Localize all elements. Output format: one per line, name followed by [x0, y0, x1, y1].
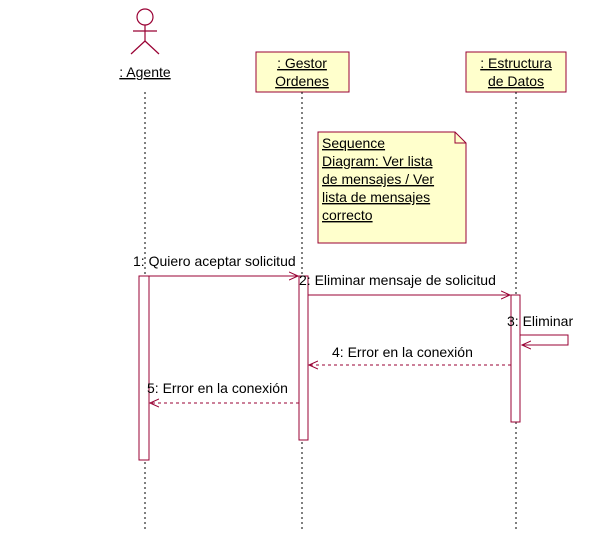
- message-5-label: 5: Error en la conexión: [147, 380, 288, 396]
- participant-gestor-ordenes[interactable]: : Gestor Ordenes: [255, 51, 350, 93]
- actor-agente[interactable]: : Agente: [119, 8, 171, 80]
- message-1[interactable]: 1: Quiero aceptar solicitud: [133, 253, 298, 276]
- message-5[interactable]: 5: Error en la conexión: [147, 380, 299, 403]
- note-line-2: Diagram: Ver lista: [322, 153, 433, 169]
- participant-estructura-label-line2: de Datos: [488, 73, 544, 89]
- message-4-label: 4: Error en la conexión: [332, 344, 473, 360]
- participant-gestor-label-line1: : Gestor: [277, 55, 327, 71]
- note-line-4: lista de mensajes: [322, 189, 430, 205]
- stick-figure-icon: [130, 8, 160, 55]
- activation-estructura: [510, 294, 521, 423]
- message-3[interactable]: 3: Eliminar: [507, 313, 573, 345]
- activation-agente: [138, 275, 150, 461]
- activation-gestor: [298, 275, 309, 441]
- note[interactable]: Sequence Diagram: Ver lista de mensajes …: [317, 131, 467, 244]
- participant-estructura-de-datos[interactable]: : Estructura de Datos: [465, 51, 567, 93]
- note-line-5: correcto: [322, 207, 373, 223]
- participant-gestor-label-line2: Ordenes: [275, 73, 329, 89]
- message-1-label: 1: Quiero aceptar solicitud: [133, 253, 296, 269]
- message-2-label: 2: Eliminar mensaje de solicitud: [299, 272, 496, 288]
- participant-estructura-label-line1: : Estructura: [480, 55, 552, 71]
- message-3-label: 3: Eliminar: [507, 313, 573, 329]
- message-2[interactable]: 2: Eliminar mensaje de solicitud: [299, 272, 510, 295]
- note-line-3: de mensajes / Ver: [322, 171, 434, 187]
- note-line-1: Sequence: [322, 135, 385, 151]
- message-4[interactable]: 4: Error en la conexión: [309, 344, 511, 365]
- actor-agente-label: : Agente: [119, 64, 171, 80]
